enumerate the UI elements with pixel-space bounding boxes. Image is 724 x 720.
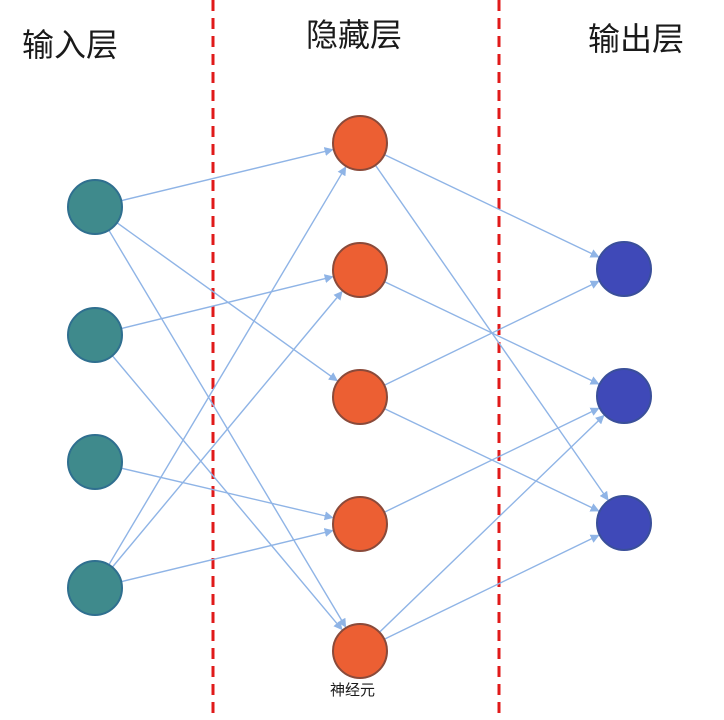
neurons — [67, 115, 652, 679]
input-layer-title: 输入层 — [22, 26, 118, 64]
input-neuron-2 — [67, 307, 123, 363]
edge-hidden5-output2 — [378, 414, 605, 633]
edge-input1-hidden3 — [116, 222, 338, 382]
output-neuron-2 — [596, 368, 652, 424]
output-neuron-1 — [596, 241, 652, 297]
connections — [108, 147, 609, 640]
edge-input2-hidden2 — [121, 274, 334, 330]
output-layer-title: 输出层 — [588, 20, 684, 58]
hidden-neuron-5 — [332, 623, 388, 679]
input-neuron-1 — [67, 179, 123, 235]
edge-input1-hidden1 — [121, 147, 334, 202]
input-neuron-3 — [67, 434, 123, 490]
hidden-neuron-2 — [332, 242, 388, 298]
input-neuron-4 — [67, 560, 123, 616]
hidden-neuron-3 — [332, 369, 388, 425]
edge-input4-hidden4 — [121, 528, 334, 583]
hidden-neuron-4 — [332, 496, 388, 552]
edge-hidden1-output1 — [384, 153, 600, 258]
edge-hidden5-output3 — [383, 534, 600, 640]
edge-input4-hidden1 — [108, 166, 347, 566]
edge-input4-hidden2 — [111, 290, 343, 568]
hidden-neuron-1 — [332, 115, 388, 171]
edge-hidden3-output1 — [383, 280, 600, 386]
edge-hidden4-output2 — [383, 407, 600, 513]
output-neuron-3 — [596, 495, 652, 551]
hidden-layer-title: 隐藏层 — [306, 16, 402, 54]
neuron-label: 神经元 — [330, 681, 375, 699]
edge-input3-hidden4 — [121, 467, 334, 521]
